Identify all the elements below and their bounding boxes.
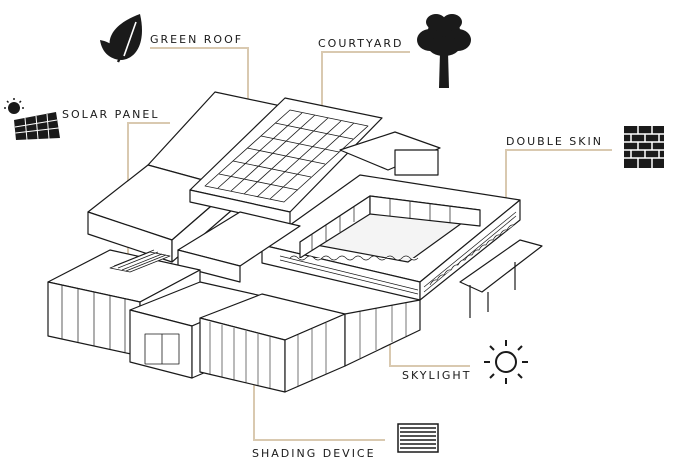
leader-courtyard [321, 51, 410, 130]
leader-double-skin [505, 149, 612, 208]
leaf-icon [100, 14, 142, 63]
leader-shading-device [253, 366, 385, 441]
tree-icon [417, 14, 471, 88]
louver-icon [397, 423, 439, 453]
label-courtyard: COURTYARD [318, 37, 404, 50]
solar-panel-icon [4, 98, 60, 141]
label-double-skin: DOUBLE SKIN [506, 135, 603, 148]
shading-louvers [209, 322, 327, 389]
label-shading-device: SHADING DEVICE [252, 447, 376, 460]
leader-lines [127, 47, 612, 441]
building-drawing [47, 91, 543, 393]
label-skylight: SKYLIGHT [402, 369, 472, 382]
label-green-roof: GREEN ROOF [150, 33, 244, 46]
leader-green-roof [150, 47, 249, 118]
solar-panel-rows [109, 249, 171, 273]
sun-icon [484, 340, 528, 384]
label-solar-panel: SOLAR PANEL [62, 108, 160, 121]
brick-wall-icon [624, 126, 664, 168]
